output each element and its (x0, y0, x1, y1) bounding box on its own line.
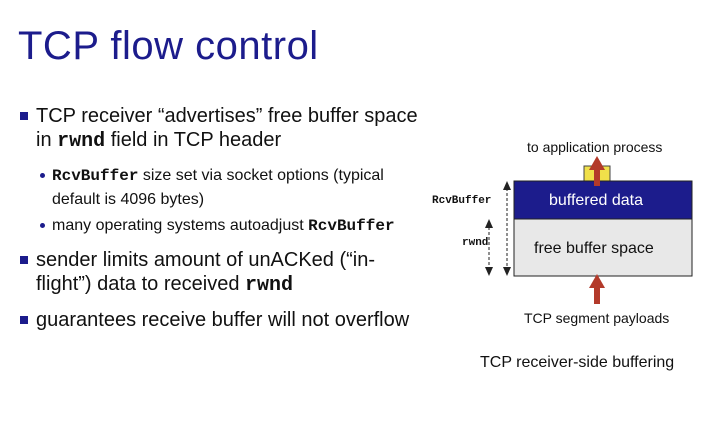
bullet-rwnd-advertise: TCP receiver “advertises” free buffer sp… (20, 104, 430, 154)
subbullet-rcvbuffer-size: RcvBuffer size set via socket options (t… (20, 164, 430, 212)
subbullet-text: many operating systems autoadjust (52, 217, 309, 234)
rwnd-code: rwnd (245, 274, 294, 297)
slide-title: TCP flow control (18, 24, 319, 68)
square-bullet-icon (20, 112, 28, 120)
bullet-text: field in TCP header (105, 129, 282, 151)
diagram-caption: TCP receiver-side buffering (480, 354, 675, 371)
rcvbuffer-label: RcvBuffer (432, 195, 492, 207)
rwnd-arrow-up (485, 219, 493, 228)
round-bullet-icon (40, 223, 45, 228)
subbullet-autoadjust: many operating systems autoadjust RcvBuf… (20, 214, 430, 238)
free-space-region (513, 218, 693, 277)
payload-arrow-shaft (594, 286, 600, 304)
rwnd-code: rwnd (57, 130, 106, 153)
rcvbuffer-code: RcvBuffer (52, 167, 139, 185)
rwnd-arrow-down (485, 267, 493, 276)
bullet-no-overflow: guarantees receive buffer will not overf… (20, 308, 430, 332)
to-app-label: to application process (527, 139, 663, 155)
payloads-label: TCP segment payloads (524, 310, 670, 326)
bullet-sender-limits: sender limits amount of unACKed (“in-fli… (20, 248, 430, 298)
to-app-arrow-head (589, 156, 605, 170)
to-app-arrow-shaft (594, 170, 600, 186)
round-bullet-icon (40, 173, 45, 178)
rcvbuffer-arrow-down (503, 267, 511, 276)
subbullet-text: size set via socket options (typical def… (52, 167, 384, 208)
free-space-label: free buffer space (534, 240, 654, 257)
square-bullet-icon (20, 316, 28, 324)
rcvbuffer-code: RcvBuffer (308, 217, 395, 235)
bullet-text: guarantees receive buffer will not overf… (36, 309, 410, 331)
square-bullet-icon (20, 256, 28, 264)
bullet-text: sender limits amount of unACKed (“in-fli… (36, 249, 376, 295)
bullet-list: TCP receiver “advertises” free buffer sp… (20, 104, 430, 342)
buffered-data-label: buffered data (549, 192, 644, 209)
payload-arrow-head (589, 274, 605, 288)
rcvbuffer-arrow-up (503, 181, 511, 190)
bullet-text: TCP receiver “advertises” free buffer sp… (36, 105, 418, 151)
rwnd-label: rwnd (462, 237, 489, 249)
